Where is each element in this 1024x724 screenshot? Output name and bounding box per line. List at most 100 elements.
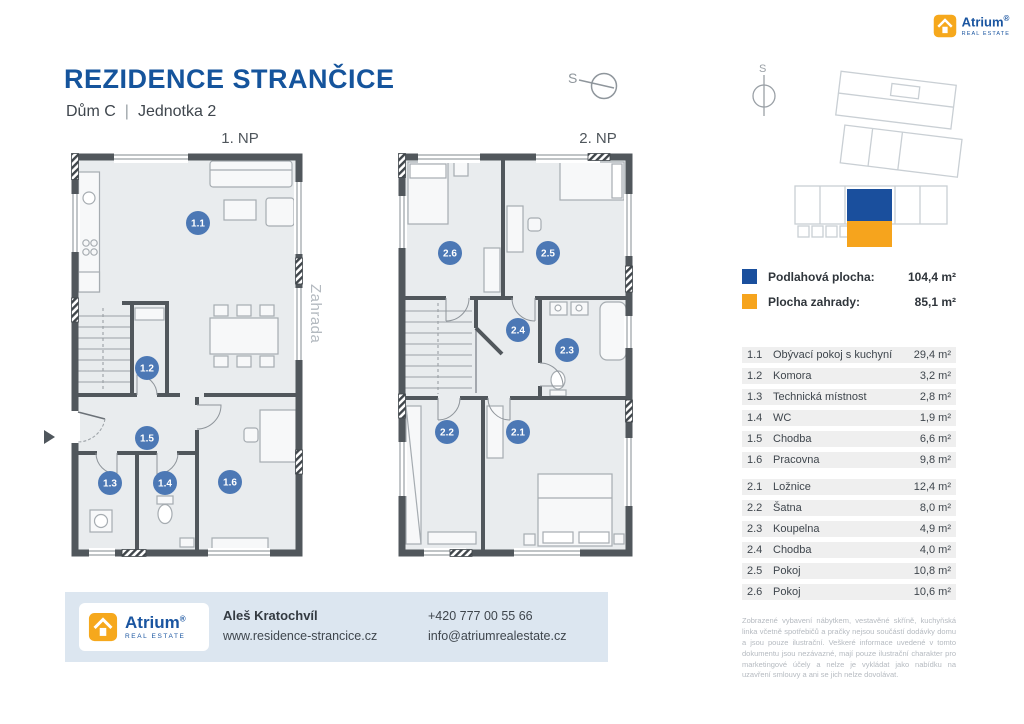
room-badge: 1.4 xyxy=(153,471,177,495)
windows-1np xyxy=(70,152,304,558)
garden-area-swatch xyxy=(742,294,757,309)
room-area: 29,4 m² xyxy=(913,349,951,361)
room-badge: 1.5 xyxy=(135,426,159,450)
garden-area-value: 85,1 m² xyxy=(914,294,956,309)
room-name: Pokoj xyxy=(773,586,801,598)
north-label: S xyxy=(568,70,577,86)
room-id: 2.3 xyxy=(747,523,763,535)
room-badge: 1.6 xyxy=(218,470,242,494)
phone-number: +420 777 00 55 66 xyxy=(428,609,533,623)
wall-section-marks-2np xyxy=(398,153,633,557)
site-unit-garden-highlight xyxy=(847,221,892,247)
room-id: 1.3 xyxy=(747,391,763,403)
room-id: 2.4 xyxy=(747,544,763,556)
entrance-door xyxy=(70,411,106,443)
room-id: 1.6 xyxy=(747,454,763,466)
svg-text:2.2: 2.2 xyxy=(440,428,454,439)
floorplan-2np: 2.1 2.2 2.3 2.4 2.5 2.6 xyxy=(397,152,634,558)
svg-text:2.3: 2.3 xyxy=(560,346,574,357)
furniture-2np xyxy=(405,161,627,547)
svg-text:1.3: 1.3 xyxy=(103,479,117,490)
room-badge: 1.1 xyxy=(186,211,210,235)
brand-tagline: REAL ESTATE xyxy=(961,30,1010,37)
north-compass: S xyxy=(568,70,618,100)
room-id: 2.6 xyxy=(747,586,763,598)
room-id: 1.2 xyxy=(747,370,763,382)
floor-label-2np: 2. NP xyxy=(579,130,617,147)
room-name: Komora xyxy=(773,370,812,382)
svg-text:2.5: 2.5 xyxy=(541,249,555,260)
disclaimer-text: Zobrazené vybavení nábytkem, vestavěné s… xyxy=(742,616,956,680)
email-link[interactable]: info@atriumrealestate.cz xyxy=(428,629,567,643)
furniture-1np xyxy=(77,160,297,551)
subtitle-house: Dům C xyxy=(66,103,116,120)
atrium-logo-header: Atrium® REAL ESTATE xyxy=(933,14,1010,38)
doors-2np xyxy=(437,297,564,421)
room-name: Chodba xyxy=(773,433,812,445)
page-subtitle: Dům C | Jednotka 2 xyxy=(66,103,216,121)
agent-block: Aleš Kratochvíl www.residence-strancice.… xyxy=(223,608,377,643)
room-badges-2np: 2.1 2.2 2.3 2.4 2.5 2.6 xyxy=(435,241,579,444)
room-name: Obývací pokoj s kuchyní xyxy=(773,349,893,361)
brand-name: Atrium® xyxy=(125,613,186,632)
site-buildings xyxy=(794,70,963,238)
wall-section-marks-1np xyxy=(71,153,303,557)
svg-text:1.5: 1.5 xyxy=(140,434,154,445)
website-link[interactable]: www.residence-strancice.cz xyxy=(223,629,378,643)
room-name: Šatna xyxy=(773,502,802,514)
room-area: 2,8 m² xyxy=(919,391,951,403)
interior-walls-2np xyxy=(402,157,629,553)
brand-tagline: REAL ESTATE xyxy=(125,633,186,640)
table-row: 2.3 Koupelna 4,9 m² xyxy=(742,521,956,537)
entrance-arrow-icon xyxy=(44,430,55,444)
room-name: Pracovna xyxy=(773,454,820,466)
svg-text:1.4: 1.4 xyxy=(158,479,172,490)
svg-text:1.1: 1.1 xyxy=(191,219,205,230)
room-area: 6,6 m² xyxy=(919,433,951,445)
contact-block: +420 777 00 55 66 info@atriumrealestate.… xyxy=(428,609,566,643)
windows-2np xyxy=(397,152,634,558)
floor-area-value: 104,4 m² xyxy=(907,269,956,284)
brand-name: Atrium® xyxy=(961,14,1010,30)
site-compass: S xyxy=(752,63,776,116)
svg-text:2.4: 2.4 xyxy=(511,326,525,337)
floor-area-label: Podlahová plocha: xyxy=(768,269,875,284)
svg-text:1.6: 1.6 xyxy=(223,478,237,489)
table-row: 2.2 Šatna 8,0 m² xyxy=(742,500,956,516)
room-badge: 2.6 xyxy=(438,241,462,265)
room-badge: 2.3 xyxy=(555,338,579,362)
site-plan: S xyxy=(752,63,963,247)
room-id: 2.2 xyxy=(747,502,763,514)
room-id: 2.1 xyxy=(747,481,763,493)
subtitle-separator: | xyxy=(124,103,129,120)
room-name: WC xyxy=(773,412,792,424)
subtitle-unit: Jednotka 2 xyxy=(137,103,217,120)
room-id: 1.4 xyxy=(747,412,763,424)
room-area: 4,9 m² xyxy=(919,523,951,535)
room-name: Koupelna xyxy=(773,523,820,535)
room-badge: 1.3 xyxy=(98,471,122,495)
atrium-house-icon xyxy=(933,14,956,38)
room-name: Ložnice xyxy=(773,481,811,493)
svg-text:2.1: 2.1 xyxy=(511,428,525,439)
room-area: 8,0 m² xyxy=(919,502,951,514)
room-badge: 2.1 xyxy=(506,420,530,444)
stairs-2np xyxy=(404,300,477,394)
room-name: Chodba xyxy=(773,544,812,556)
table-row: 1.3 Technická místnost 2,8 m² xyxy=(742,389,956,405)
atrium-house-icon xyxy=(88,612,118,642)
atrium-logo-footer: Atrium® REAL ESTATE xyxy=(79,603,209,651)
site-unit-floor-highlight xyxy=(847,189,892,221)
area-summary: Podlahová plocha: 104,4 m² Plocha zahrad… xyxy=(742,269,956,319)
room-id: 2.5 xyxy=(747,565,763,577)
agent-name: Aleš Kratochvíl xyxy=(223,608,318,623)
room-name: Technická místnost xyxy=(773,391,867,403)
